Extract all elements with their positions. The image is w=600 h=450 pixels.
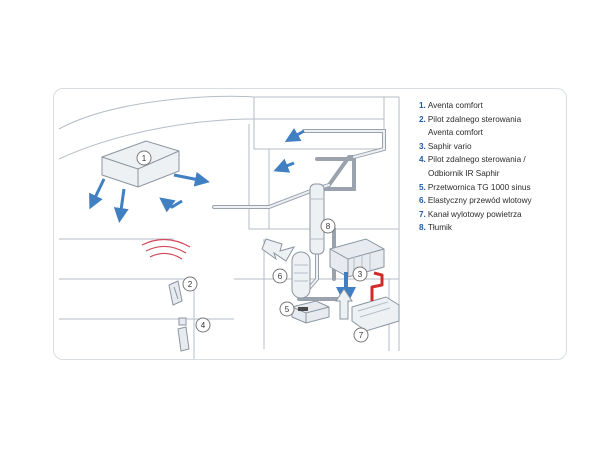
legend-list: 1.Aventa comfort 2.Pilot zdalnego sterow… xyxy=(419,99,559,235)
svg-text:1: 1 xyxy=(142,154,147,163)
callout-1: 1 xyxy=(136,150,152,166)
legend-text: Przetwornica TG 1000 sinus xyxy=(427,182,531,192)
inverter-tg1000 xyxy=(291,300,330,324)
legend-text-continued: Odbiornik IR Saphir xyxy=(428,168,500,178)
legend-number: 3. xyxy=(419,141,426,151)
legend-number: 5. xyxy=(419,182,426,192)
remote-saphir xyxy=(177,317,190,352)
diagram-card: 1 2 3 4 5 6 7 8 1.Avent xyxy=(53,88,567,360)
legend-text-continued: Aventa comfort xyxy=(428,128,483,138)
flexible-inlet-duct xyxy=(291,251,311,299)
legend-item: 4.Pilot zdalnego sterowania / Odbiornik I… xyxy=(419,153,559,180)
svg-text:6: 6 xyxy=(278,272,283,281)
legend-text: Kanał wylotowy powietrza xyxy=(427,209,522,219)
legend-text: Saphir vario xyxy=(427,141,472,151)
legend-text: Tłumik xyxy=(427,223,452,233)
callout-2: 2 xyxy=(182,276,198,292)
svg-text:3: 3 xyxy=(358,270,363,279)
callout-3: 3 xyxy=(352,266,368,282)
legend-text: Aventa comfort xyxy=(427,101,483,110)
legend-item: 8.Tłumik xyxy=(419,221,559,235)
legend-item: 5.Przetwornica TG 1000 sinus xyxy=(419,181,559,195)
svg-text:2: 2 xyxy=(188,280,193,289)
legend-number: 8. xyxy=(419,223,426,233)
svg-text:7: 7 xyxy=(359,331,364,340)
air-outlet-duct xyxy=(351,271,400,332)
legend-text: Elastyczny przewód wlotowy xyxy=(427,196,532,206)
callout-4: 4 xyxy=(195,317,211,333)
callout-8: 8 xyxy=(320,218,336,234)
legend-item: 6.Elastyczny przewód wlotowy xyxy=(419,194,559,208)
legend-item: 1.Aventa comfort xyxy=(419,99,559,113)
legend-item: 3.Saphir vario xyxy=(419,140,559,154)
vehicle-outline xyxy=(58,95,400,359)
legend-number: 7. xyxy=(419,209,426,219)
legend-number: 6. xyxy=(419,196,426,206)
callout-5: 5 xyxy=(279,301,295,317)
legend-number: 4. xyxy=(419,155,426,165)
legend-item: 7.Kanał wylotowy powietrza xyxy=(419,208,559,222)
legend-number: 1. xyxy=(419,101,426,110)
svg-text:4: 4 xyxy=(201,321,206,330)
callout-7: 7 xyxy=(353,327,369,343)
svg-text:5: 5 xyxy=(285,305,290,314)
remote-aventa xyxy=(168,280,183,306)
legend-number: 2. xyxy=(419,114,426,124)
inlet-arrow-icon xyxy=(261,238,353,320)
svg-text:8: 8 xyxy=(326,222,331,231)
installation-diagram: 1 2 3 4 5 6 7 8 xyxy=(58,95,400,359)
legend-text: Pilot zdalnego sterowania / xyxy=(427,155,526,165)
ir-signal-waves-icon xyxy=(141,238,191,260)
callout-6: 6 xyxy=(272,268,288,284)
legend-text: Pilot zdalnego sterowania xyxy=(427,114,522,124)
silencer xyxy=(309,183,325,255)
